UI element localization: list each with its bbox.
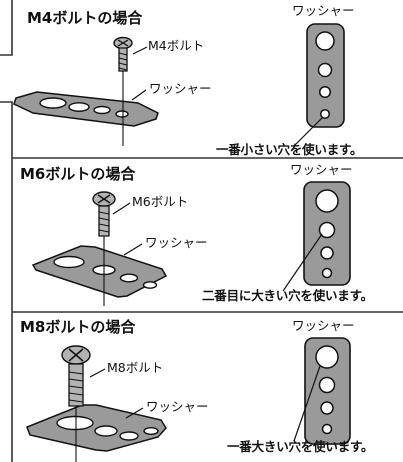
washer-hole [142, 281, 158, 289]
washer-hole [56, 415, 94, 431]
washer-hole [93, 105, 111, 115]
cross-recess-icon [97, 194, 111, 204]
washer-hole [53, 255, 85, 269]
washer-hole [143, 427, 159, 436]
washer-label-right-m8: ワッシャー [292, 318, 355, 333]
bolt-thread [68, 371, 84, 403]
washer-label-m6: ワッシャー [145, 235, 208, 250]
hole-large [315, 345, 339, 369]
hole-smallest [319, 108, 331, 120]
washer-hole [39, 97, 67, 109]
caption-leader-line [293, 365, 321, 442]
left-bracket-main [0, 101, 13, 462]
caption-m4: 一番小さい穴を使います。 [216, 142, 363, 157]
bolt-leader-line [89, 368, 106, 378]
hole-large [315, 31, 335, 51]
hole-large [315, 189, 339, 213]
washer-hole [115, 110, 129, 118]
hole-small [318, 85, 332, 99]
cross-recess-icon [68, 348, 84, 362]
washer-hole [119, 273, 139, 283]
hole-medium [317, 62, 333, 78]
bolt-label-m6: M6ボルト [132, 194, 189, 209]
bolt-thread [118, 52, 128, 71]
hole-small [320, 401, 334, 415]
washer-label-m4: ワッシャー [149, 81, 212, 96]
bolt-leader-line [132, 46, 148, 55]
caption-m8: 一番大きい穴を使います。 [227, 439, 374, 454]
bolt-label-m8: M8ボルト [107, 360, 164, 375]
bolt-label-m4: M4ボルト [148, 38, 205, 53]
washer-hole [119, 431, 139, 441]
left-bracket-top [0, 0, 13, 56]
bolt-shaft [68, 363, 84, 407]
section-m8-graphics [26, 337, 351, 462]
washer-leader-line [123, 243, 143, 256]
washer-leader-line [131, 89, 147, 101]
hole-medium [318, 376, 336, 394]
section-m4-graphics [13, 23, 345, 146]
section-title-m6: M6ボルトの場合 [20, 165, 136, 183]
washer-label-right-m6: ワッシャー [290, 162, 353, 177]
hole-medium [318, 221, 336, 239]
bolt-leader-line [112, 202, 131, 215]
section-title-m8: M8ボルトの場合 [20, 318, 136, 336]
section-m6-graphics [31, 181, 351, 306]
bolt-thread [98, 211, 110, 233]
washer-hole [68, 102, 90, 112]
hole-small [320, 246, 334, 260]
washer-label-m8: ワッシャー [146, 399, 209, 414]
hole-smallest [321, 423, 333, 435]
caption-leader-line [282, 233, 323, 292]
cross-recess-icon [117, 39, 129, 47]
washer-leader-line [125, 407, 144, 419]
caption-m6: 二番目に大きい穴を使います。 [202, 288, 373, 303]
washer-hole [94, 425, 118, 437]
washer-label-right-m4: ワッシャー [292, 3, 355, 18]
caption-leader-line [294, 117, 323, 146]
hole-smallest [321, 267, 333, 279]
section-title-m4: M4ボルトの場合 [27, 9, 143, 27]
